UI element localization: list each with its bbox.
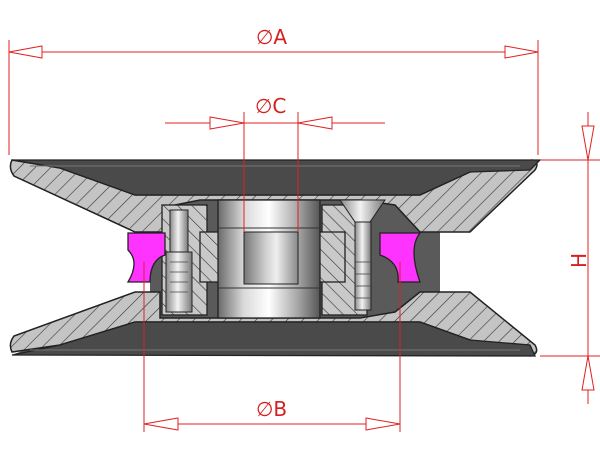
left-bolt: [165, 209, 193, 313]
dimension-lines: [8, 40, 600, 432]
dimension-label-b: ∅B: [256, 397, 287, 421]
seal-left: [126, 232, 166, 283]
lower-lip: [11, 321, 537, 357]
seal-right: [379, 232, 422, 283]
dimension-label-c: ∅C: [255, 94, 286, 118]
upper-lip: [11, 159, 542, 196]
right-screw: [339, 199, 386, 311]
dimension-label-a: ∅A: [256, 25, 287, 49]
dimension-label-h: H: [567, 253, 591, 268]
shaft-inner: [243, 231, 299, 285]
pulley-body: [9, 159, 542, 357]
